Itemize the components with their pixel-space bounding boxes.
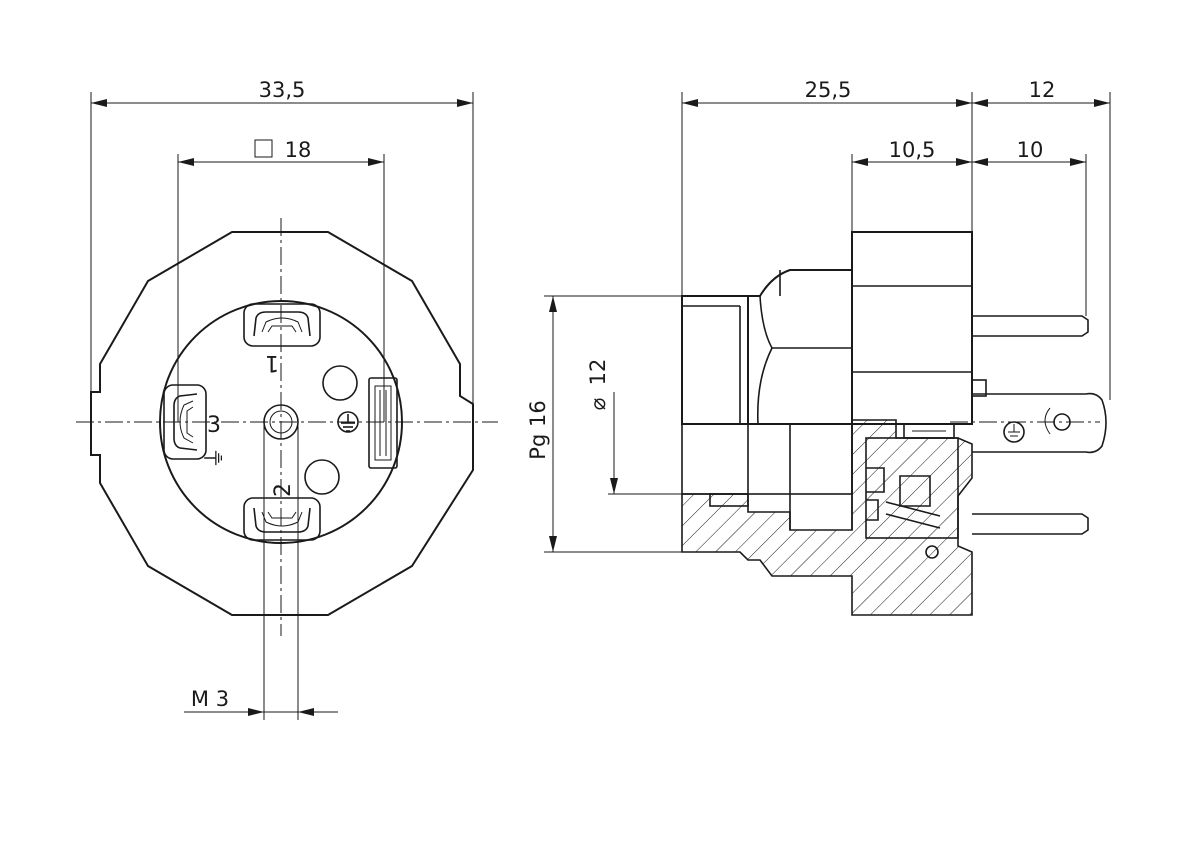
dimension-square: 18 bbox=[177, 138, 385, 422]
dimension-contact-length: 10 bbox=[972, 138, 1087, 316]
housing-outline bbox=[90, 231, 474, 616]
dimension-body-length: 25,5 bbox=[681, 78, 973, 296]
coding-hole-bottom bbox=[304, 459, 340, 495]
diameter-symbol-icon: ⌀ bbox=[586, 398, 610, 411]
svg-text:M 3: M 3 bbox=[191, 687, 229, 711]
pin-2-label: 2 bbox=[271, 483, 296, 497]
front-view: 1 2 3 ⏚ 33,5 18 bbox=[76, 78, 498, 720]
gland-body-upper bbox=[681, 295, 749, 425]
pin-1-label: 1 bbox=[265, 350, 279, 375]
coding-hole-top bbox=[322, 365, 358, 401]
section-inner-details bbox=[865, 423, 959, 559]
pin-3-label: 3 bbox=[207, 413, 221, 438]
svg-text:12: 12 bbox=[586, 359, 610, 386]
section-lower-hatched bbox=[681, 419, 973, 616]
contact-pin-2 bbox=[243, 497, 321, 541]
svg-text:12: 12 bbox=[1029, 78, 1056, 102]
dimension-inner-depth: 10,5 bbox=[851, 138, 972, 232]
svg-text:18: 18 bbox=[285, 138, 312, 162]
dimension-bore-diameter: ⌀ 12 bbox=[586, 359, 740, 495]
svg-text:Pg 16: Pg 16 bbox=[526, 400, 550, 459]
dimension-overall-width: 33,5 bbox=[90, 78, 474, 404]
contact-pin-1 bbox=[243, 303, 321, 347]
square-symbol-icon bbox=[254, 139, 273, 158]
earth-mark-label: ⏚ bbox=[203, 447, 228, 469]
contact-blade-middle bbox=[972, 392, 1107, 454]
contact-blade-top bbox=[972, 315, 1089, 337]
hex-nut bbox=[747, 269, 853, 425]
side-view: 25,5 12 10,5 10 bbox=[526, 78, 1111, 616]
section-middle-body bbox=[681, 423, 853, 495]
contact-blade-bottom bbox=[972, 513, 1089, 535]
dimension-gland-thread: Pg 16 bbox=[526, 295, 682, 553]
earth-contact bbox=[368, 377, 398, 469]
svg-text:10,5: 10,5 bbox=[889, 138, 936, 162]
svg-text:10: 10 bbox=[1017, 138, 1044, 162]
blade-spacer bbox=[971, 379, 987, 397]
svg-text:33,5: 33,5 bbox=[259, 78, 306, 102]
svg-text:25,5: 25,5 bbox=[805, 78, 852, 102]
dimension-screw-thread: M 3 bbox=[184, 422, 338, 720]
dimension-pin-length: 12 bbox=[972, 78, 1111, 400]
main-housing-block bbox=[851, 231, 973, 425]
